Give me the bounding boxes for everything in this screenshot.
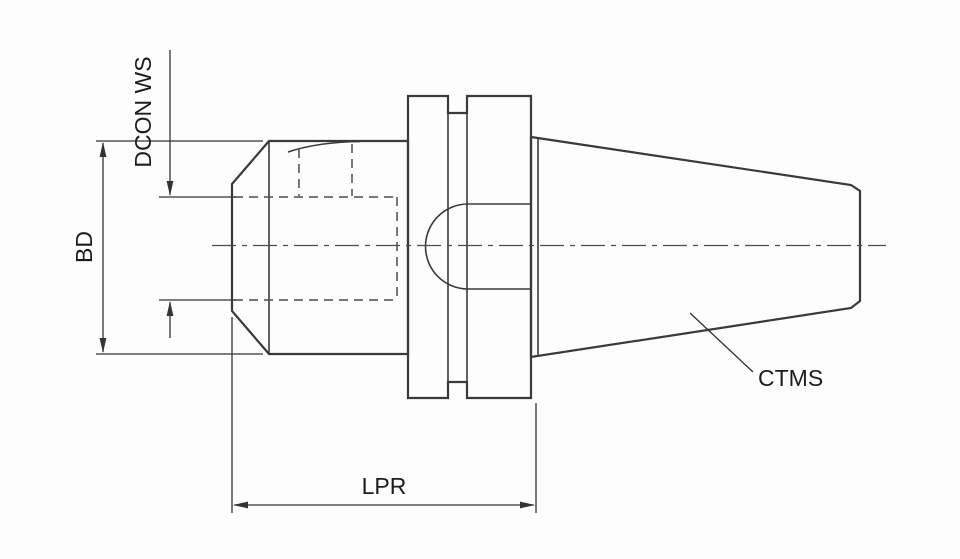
bd-arrow-top <box>99 142 107 157</box>
dcon-arrow-down <box>166 181 174 196</box>
dimension-bd: BD <box>71 140 263 355</box>
dimension-lpr: LPR <box>231 317 537 513</box>
part-geometry <box>230 94 862 400</box>
bd-arrow-bottom <box>99 338 107 353</box>
label-ctms-group: CTMS <box>689 312 823 391</box>
dimension-dcon-ws: DCON WS <box>130 50 236 338</box>
flange-drive-slot <box>424 203 532 290</box>
hidden-bore-lines <box>234 144 398 301</box>
lpr-arrow-right <box>520 501 535 509</box>
lpr-label: LPR <box>362 473 407 499</box>
holder-taper-shank <box>529 135 862 359</box>
dcon-ws-label: DCON WS <box>130 56 156 167</box>
lpr-arrow-left <box>233 501 248 509</box>
ctms-leader-line <box>689 312 754 373</box>
weldon-flat-edge <box>287 140 361 153</box>
ctms-label: CTMS <box>758 365 823 391</box>
holder-body <box>230 139 410 356</box>
holder-flange <box>406 94 533 400</box>
dcon-arrow-up <box>166 301 174 316</box>
bd-label: BD <box>71 231 97 263</box>
